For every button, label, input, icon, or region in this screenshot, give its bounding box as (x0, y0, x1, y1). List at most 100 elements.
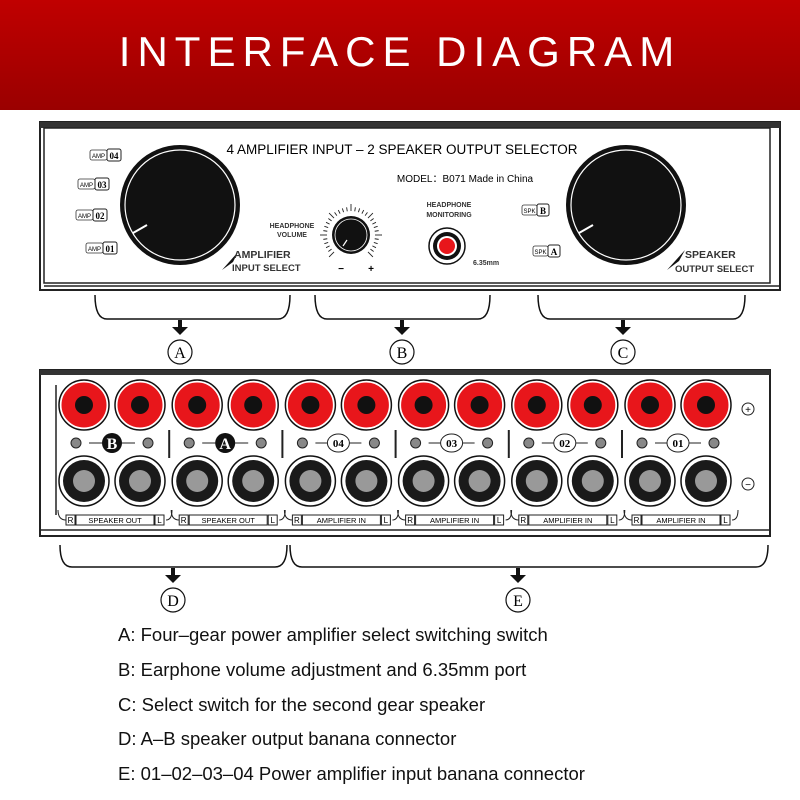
volume-tick (328, 251, 335, 258)
right-channel-label: R (294, 516, 300, 525)
terminal-hole (75, 396, 93, 414)
monitoring-label: HEADPHONE (427, 202, 472, 209)
callout-A: A (174, 345, 186, 362)
amp-position-04: 04 (110, 151, 120, 161)
terminal-hole (188, 396, 207, 414)
terminal-hole (414, 396, 433, 414)
spk-position-B: B (540, 206, 546, 216)
spk-position-A: A (551, 247, 558, 257)
volume-tick (334, 212, 338, 216)
terminal-hole (697, 396, 715, 414)
r-box (291, 514, 302, 526)
spk-letter-box (536, 203, 550, 217)
arrow-down-icon (516, 568, 520, 576)
r-box (405, 514, 416, 526)
arrow-down-icon (510, 575, 526, 583)
screw-icon (595, 437, 607, 449)
callout-circle (505, 587, 531, 613)
terminal-hole (244, 396, 263, 414)
headphone-jack[interactable] (428, 227, 466, 265)
group-label: AMPLIFIER IN (656, 516, 705, 525)
left-channel-label: L (384, 516, 389, 525)
group-id: B (107, 436, 118, 453)
screw-icon (410, 437, 422, 449)
right-channel-label: R (520, 516, 526, 525)
volume-tick (323, 230, 328, 232)
volume-tick (372, 245, 377, 249)
screw-icon (523, 437, 535, 449)
spk-letter-box (547, 244, 561, 258)
label-box (188, 514, 268, 526)
amp-number-box (94, 177, 110, 191)
left-channel-label: L (723, 516, 728, 525)
l-box (494, 514, 505, 526)
group-badge (102, 433, 122, 453)
screw-icon (183, 437, 195, 449)
volume-tick (373, 225, 378, 229)
left-channel-label: L (610, 516, 615, 525)
legend-item-b: B: Earphone volume adjustment and 6.35mm… (118, 658, 527, 680)
legend-item-c: C: Select switch for the second gear spe… (118, 693, 486, 715)
arrow-down-icon (178, 320, 182, 328)
label-box (75, 514, 155, 526)
volume-label: HEADPHONE (270, 223, 315, 230)
group-id: 01 (673, 438, 684, 450)
terminal-hole (470, 396, 489, 414)
l-box (607, 514, 618, 526)
headphone-volume-knob[interactable] (332, 216, 370, 254)
l-box (720, 514, 731, 526)
r-box (518, 514, 529, 526)
amp-position-02: 02 (96, 211, 106, 221)
negative-icon: − (745, 480, 751, 491)
speaker-output-select-knob[interactable] (566, 145, 686, 265)
callout-circle (389, 339, 415, 365)
volume-scale (320, 204, 382, 258)
page-title: INTERFACE DIAGRAM (118, 28, 682, 75)
group-label: SPEAKER OUT (202, 516, 256, 525)
arrow-down-icon (171, 568, 175, 576)
label-box (415, 514, 495, 526)
terminal-hole (527, 396, 546, 414)
l-box (380, 514, 391, 526)
volume-tick (328, 248, 332, 252)
amp-prefix: AMP (88, 247, 101, 253)
amp-prefix: AMP (78, 214, 91, 220)
volume-tick (328, 212, 335, 219)
bracket (57, 509, 173, 521)
terminal-hole (299, 470, 322, 492)
left-channel-label: L (497, 516, 502, 525)
group-label: SPEAKER OUT (88, 516, 142, 525)
volume-tick (374, 230, 379, 232)
terminal-hole (131, 396, 149, 414)
volume-tick (324, 225, 329, 229)
volume-tick (341, 208, 345, 213)
callout-circle (610, 339, 636, 365)
terminal-hole (355, 470, 378, 492)
screw-icon (368, 437, 380, 449)
screw-icon (70, 437, 82, 449)
spk-prefix: SPK (523, 209, 535, 215)
slash-icon (667, 250, 685, 270)
slash-icon (222, 252, 238, 270)
l-box (267, 514, 278, 526)
terminal-hole (639, 470, 661, 492)
amplifier-input-select-knob[interactable] (120, 145, 240, 265)
amp-number-box (102, 241, 118, 255)
volume-tick (324, 241, 329, 245)
amp-knob-label-2: INPUT SELECT (232, 263, 301, 274)
r-box (178, 514, 189, 526)
terminal-hole (186, 470, 209, 492)
volume-tick (337, 209, 341, 214)
screw-icon (255, 437, 267, 449)
group-badge (666, 433, 690, 453)
legend-item-d: D: A–B speaker output banana connector (118, 728, 457, 750)
group-label: AMPLIFIER IN (317, 516, 366, 525)
volume-plus-icon: + (368, 264, 374, 275)
volume-tick (372, 221, 377, 225)
volume-tick (367, 251, 374, 258)
terminal-hole (412, 470, 435, 492)
